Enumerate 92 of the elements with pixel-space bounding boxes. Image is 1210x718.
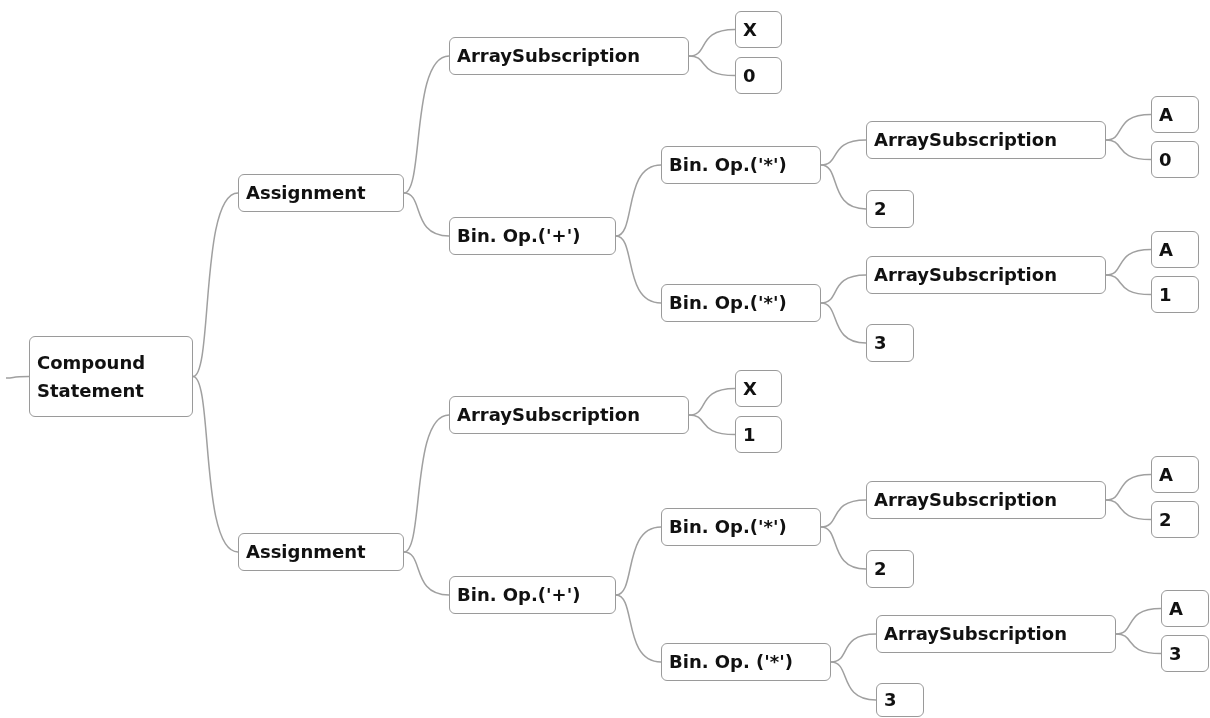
connector-line [403, 551, 450, 596]
tree-node-box [866, 481, 1106, 519]
node-label: ArraySubscription [874, 263, 1058, 288]
tree-node-box [661, 643, 831, 681]
tree-node-box [866, 324, 914, 362]
node-label: 1 [743, 422, 757, 447]
connector-line [615, 164, 662, 237]
node-label: Assignment [246, 540, 367, 565]
tree-node-box [238, 174, 404, 212]
node-label: 3 [884, 688, 898, 713]
tree-node-box [866, 190, 914, 228]
connector-line [830, 661, 877, 701]
tree-node-box [876, 683, 924, 717]
tree-node-box [1161, 590, 1209, 627]
connector-line [688, 414, 736, 436]
tree-node-box [735, 416, 782, 453]
connector-line [1105, 139, 1152, 161]
connector-line [1105, 499, 1152, 521]
tree-node-box [876, 615, 1116, 653]
node-label: ArraySubscription [874, 488, 1058, 513]
node-label: ArraySubscription [457, 44, 641, 69]
connector-line [1105, 248, 1152, 276]
connector-line [403, 55, 450, 194]
tree-node-box [1151, 231, 1199, 268]
connector-line [1115, 607, 1162, 635]
tree-node-box [449, 37, 689, 75]
node-label: Bin. Op. ('*') [669, 650, 794, 675]
connector-line [615, 235, 662, 304]
connector-line [688, 55, 736, 77]
connector-line [615, 594, 662, 663]
node-label: ArraySubscription [874, 128, 1058, 153]
node-label: Assignment [246, 181, 367, 206]
connector-line [820, 164, 867, 210]
tree-node-box [449, 217, 616, 255]
tree-node-box [735, 57, 782, 94]
tree-node-box [866, 256, 1106, 294]
connector-line [403, 192, 450, 237]
connector-line [820, 499, 867, 528]
connector-line [615, 526, 662, 596]
tree-node-box [1151, 96, 1199, 133]
connector-line [820, 526, 867, 570]
node-label: Bin. Op.('*') [669, 515, 788, 540]
tree-node-box [1151, 501, 1199, 538]
tree-node-box [735, 370, 782, 407]
node-label: 3 [874, 331, 888, 356]
node-label: A [1159, 102, 1174, 127]
node-label: 1 [1159, 282, 1173, 307]
node-label: 3 [1169, 641, 1183, 666]
connector-line [1105, 274, 1152, 296]
connector-line [403, 414, 450, 553]
tree-node-box [1151, 456, 1199, 493]
connector-line [820, 302, 867, 344]
tree-node-box [661, 508, 821, 546]
node-label: ArraySubscription [457, 403, 641, 428]
node-label: Bin. Op.('+') [457, 583, 582, 608]
node-label: Bin. Op.('*') [669, 291, 788, 316]
connector-line [820, 139, 867, 166]
connector-line [5, 375, 30, 379]
tree-node-box [661, 284, 821, 322]
node-label: 0 [1159, 147, 1173, 172]
tree-node-box [449, 576, 616, 614]
tree-node-box [1151, 141, 1199, 178]
connector-line [688, 387, 736, 416]
connector-line [192, 375, 239, 553]
node-label: Compound Statement [37, 350, 147, 403]
tree-node-box [238, 533, 404, 571]
tree-node-box [735, 11, 782, 48]
tree-node-box [866, 121, 1106, 159]
node-label: 2 [874, 197, 888, 222]
connector-line [820, 274, 867, 304]
connector-line [1105, 113, 1152, 141]
tree-node-box [661, 146, 821, 184]
tree-node-box [1161, 635, 1209, 672]
tree-node-box [29, 336, 193, 417]
node-label: A [1169, 596, 1184, 621]
node-label: X [743, 376, 758, 401]
node-label: A [1159, 237, 1174, 262]
connector-line [688, 28, 736, 57]
node-label: Bin. Op.('*') [669, 153, 788, 178]
node-label: 2 [874, 557, 888, 582]
tree-node-box [1151, 276, 1199, 313]
connector-line [1105, 473, 1152, 501]
node-label: 0 [743, 63, 757, 88]
node-label: ArraySubscription [884, 622, 1068, 647]
node-label: A [1159, 462, 1174, 487]
connector-line [1115, 633, 1162, 655]
node-label: 2 [1159, 507, 1173, 532]
node-label: X [743, 17, 758, 42]
tree-node-box [866, 550, 914, 588]
node-label: Bin. Op.('+') [457, 224, 582, 249]
connector-line [192, 192, 239, 378]
tree-node-box [449, 396, 689, 434]
